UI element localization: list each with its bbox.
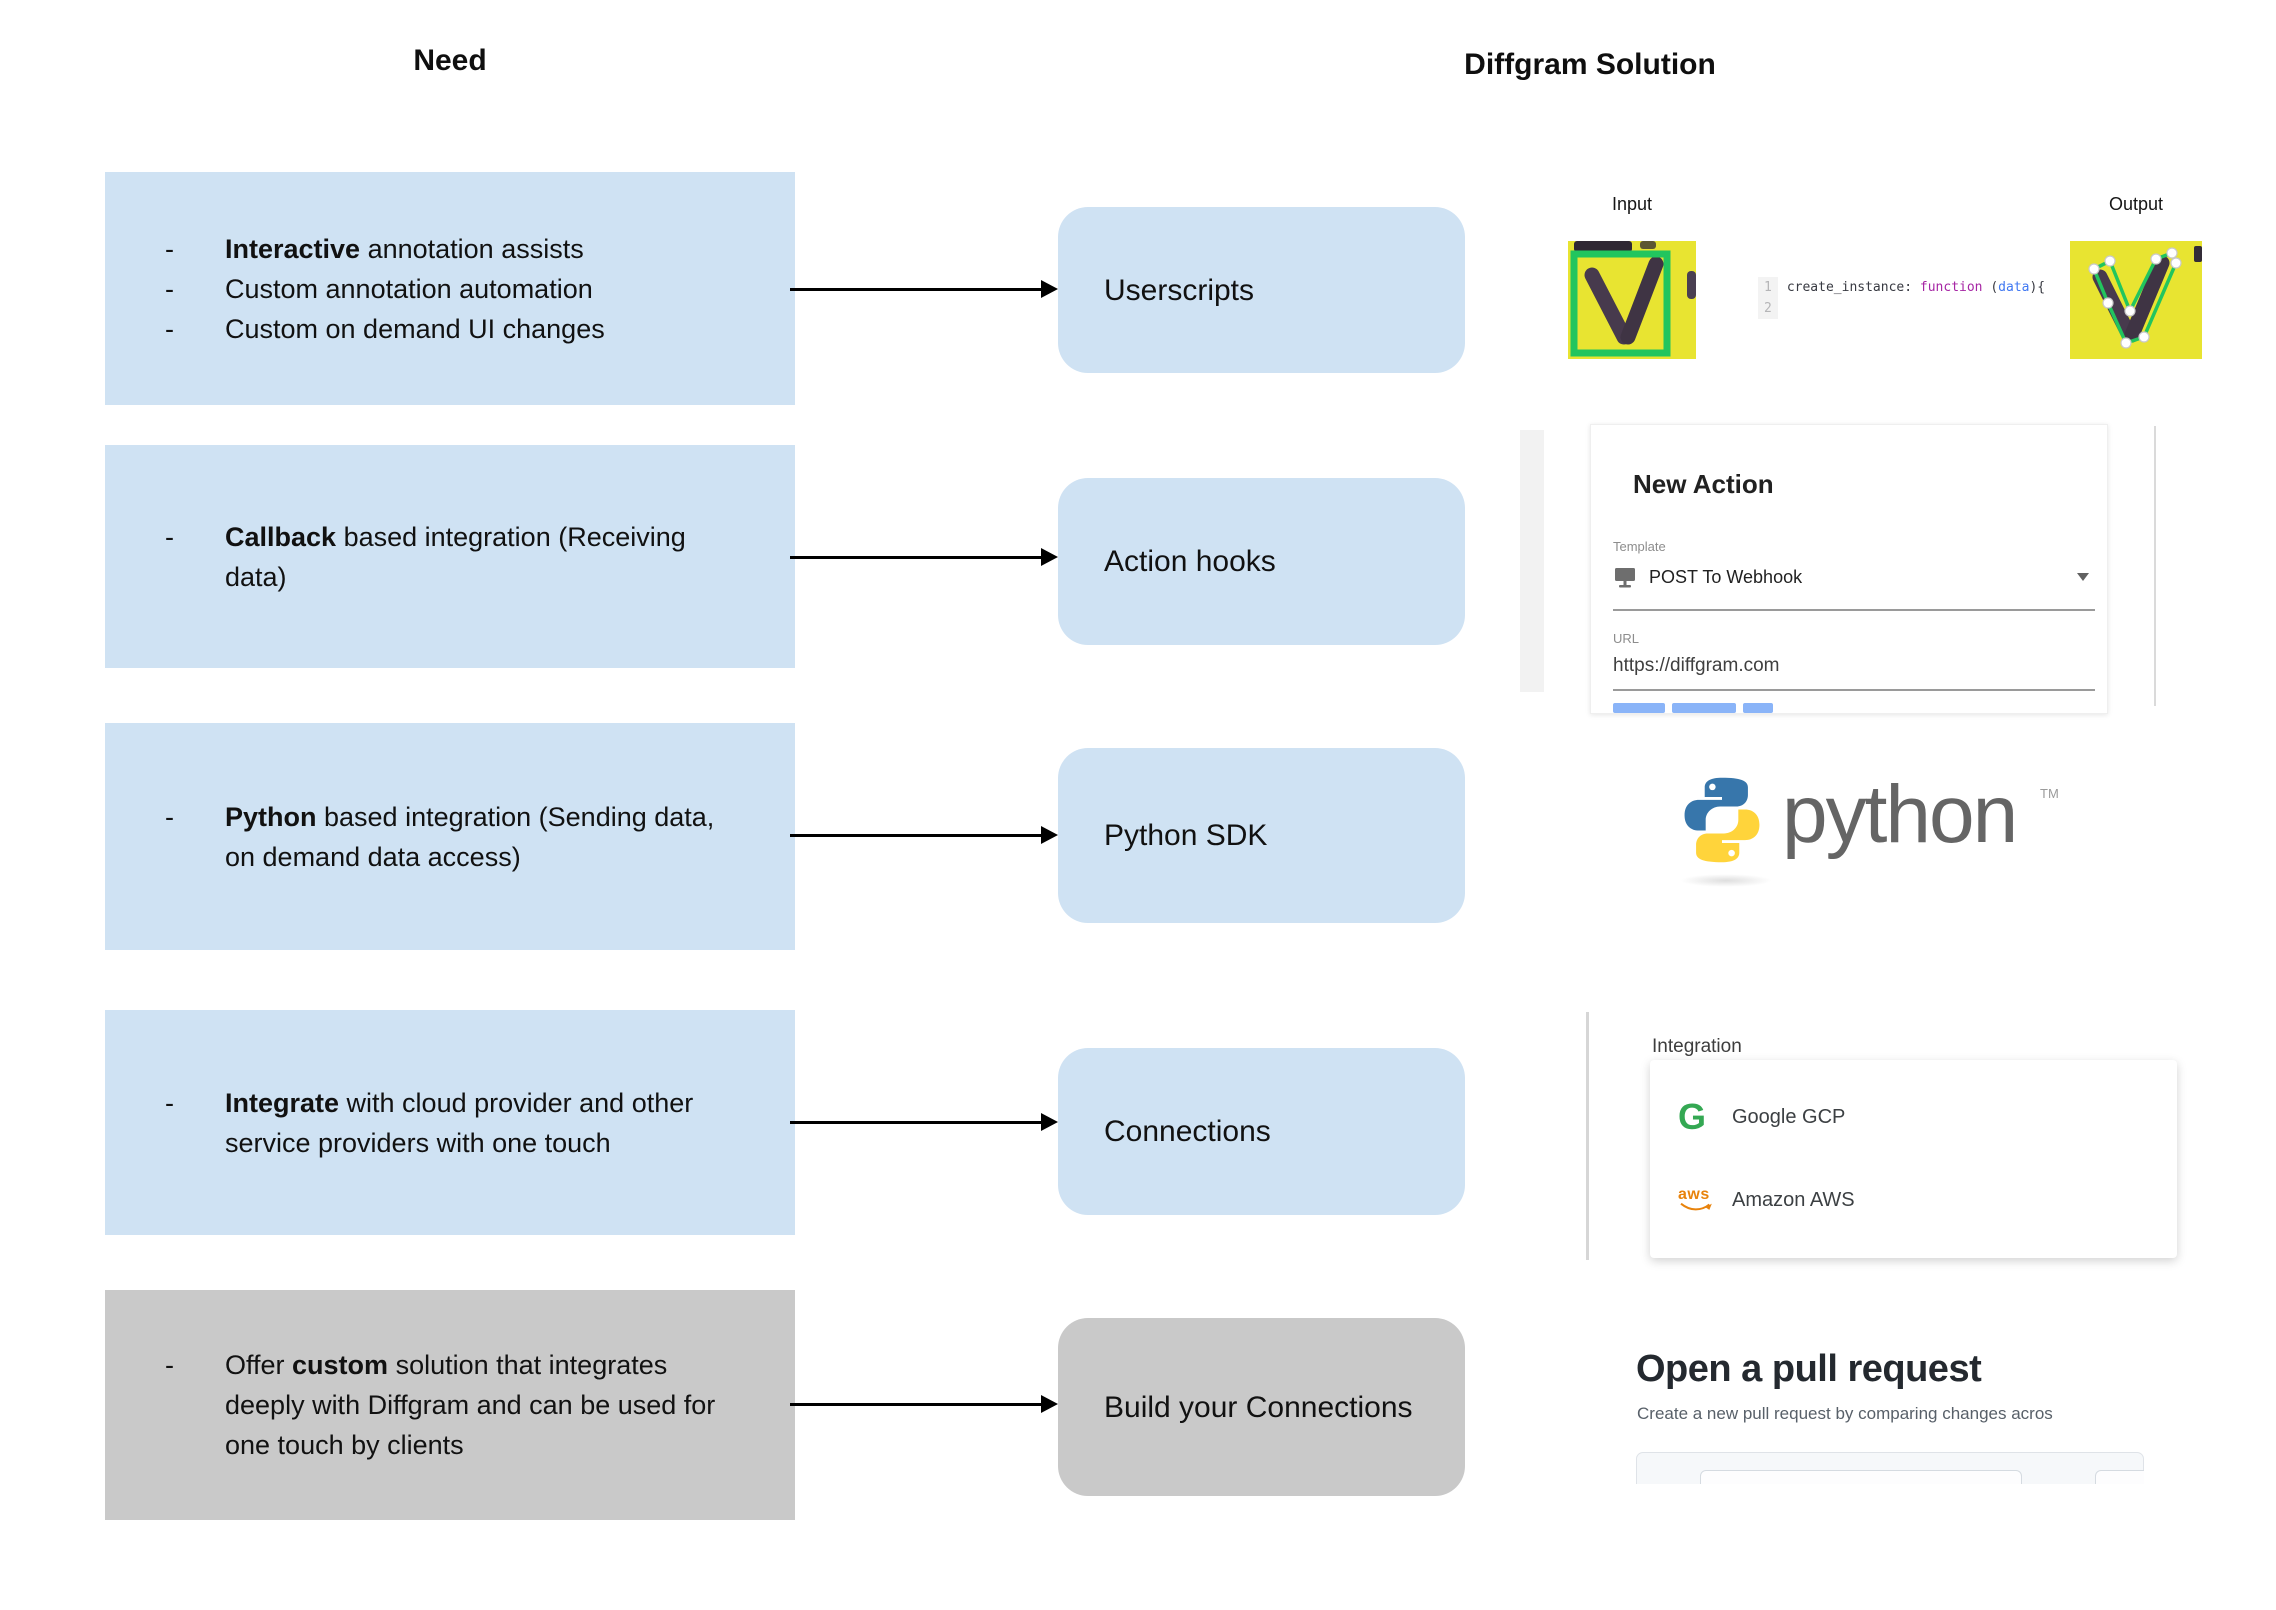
arrow-right [790, 1113, 1058, 1131]
option-label: Google GCP [1732, 1105, 1846, 1128]
list-item: - Callback based integration (Receiving … [105, 517, 795, 597]
output-label: Output [2108, 194, 2164, 214]
input-bbox-illustration [1570, 241, 1696, 357]
integration-dropdown: G Google GCP aws Amazon AWS [1650, 1060, 2177, 1258]
list-item: - Integrate with cloud provider and othe… [105, 1083, 795, 1163]
template-select[interactable]: POST To Webhook [1613, 565, 2095, 589]
list-item: - Interactive annotation assists [105, 229, 795, 269]
option-label: Amazon AWS [1732, 1188, 1855, 1211]
new-action-title: New Action [1633, 469, 1774, 499]
need-text: Offer [225, 1350, 293, 1380]
template-selected-value: POST To Webhook [1649, 566, 1803, 587]
bullet-dash: - [165, 233, 174, 264]
code-line-numbers: 1 2 [1758, 277, 1778, 319]
panel-edge [1520, 430, 1544, 692]
solution-box-connections: Connections [1058, 1048, 1465, 1215]
need-text: Callback [225, 521, 337, 552]
solution-label: Userscripts [1104, 273, 1255, 307]
dropdown-option-amazon-aws[interactable]: aws Amazon AWS [1678, 1187, 2148, 1212]
new-action-card: New Action Template POST To Webhook URL … [1590, 424, 2108, 714]
branch-compare-bar [1636, 1452, 2144, 1484]
integration-field-label: Integration [1652, 1036, 1742, 1057]
bullet-dash: - [165, 521, 174, 552]
solution-box-action-hooks: Action hooks [1058, 478, 1465, 645]
arrow-right [790, 280, 1058, 298]
list-item: - Custom on demand UI changes [105, 309, 795, 349]
need-box-action-hooks: - Callback based integration (Receiving … [105, 445, 795, 668]
solution-box-python-sdk: Python SDK [1058, 748, 1465, 923]
panel-divider [2154, 426, 2156, 706]
list-item: - Custom annotation automation [105, 269, 795, 309]
need-box-userscripts: - Interactive annotation assists - Custo… [105, 172, 795, 405]
google-g-icon: G [1678, 1096, 1707, 1137]
branch-selector[interactable] [2095, 1470, 2144, 1484]
need-box-python-sdk: - Python based integration (Sending data… [105, 723, 795, 950]
aws-icon: aws [1678, 1187, 1722, 1212]
output-polygon-illustration [2088, 246, 2202, 349]
input-annotation-image [1568, 241, 1696, 359]
userscript-code-snippet: 1 2 create_instance: function (data){ [1758, 277, 2045, 319]
need-box-build-connections: - Offer custom solution that integrates … [105, 1290, 795, 1520]
branch-selector[interactable] [1700, 1470, 2022, 1484]
bullet-dash: - [165, 801, 174, 832]
python-wordmark: python [1782, 769, 2018, 860]
need-text: Custom annotation automation [225, 273, 593, 304]
dropdown-caret-icon[interactable] [2077, 573, 2089, 581]
need-column-title: Need [413, 44, 487, 77]
arrow-right [790, 826, 1058, 844]
bullet-dash: - [165, 273, 174, 304]
need-text: Custom on demand UI changes [225, 313, 605, 344]
clipped-link-text [1613, 703, 1773, 713]
solution-box-build-connections: Build your Connections [1058, 1318, 1465, 1496]
solution-label: Action hooks [1104, 545, 1276, 578]
template-field-label: Template [1613, 539, 1666, 554]
solution-column-title: Diffgram Solution [1464, 48, 1716, 81]
list-item: - Offer custom solution that integrates … [105, 1345, 795, 1465]
field-underline [1613, 689, 2095, 691]
solution-label: Build your Connections [1104, 1390, 1413, 1424]
code-text: create_instance: function (data){ [1786, 280, 2046, 295]
list-item: - Python based integration (Sending data… [105, 797, 795, 877]
bullet-dash: - [165, 1087, 174, 1118]
python-logo-icon [1674, 772, 1770, 873]
panel-edge [1586, 1012, 1589, 1260]
input-label: Input [1611, 194, 1653, 214]
solution-label: Python SDK [1104, 819, 1268, 852]
dropdown-option-google-gcp[interactable]: G Google GCP [1678, 1096, 2148, 1138]
field-underline [1613, 609, 2095, 611]
need-text: Python [225, 801, 317, 832]
arrow-right [790, 548, 1058, 566]
need-text: Interactive [225, 233, 361, 264]
python-trademark: TM [2040, 786, 2059, 801]
bullet-dash: - [165, 1350, 174, 1380]
solution-box-userscripts: Userscripts [1058, 207, 1465, 373]
url-field-value[interactable]: https://diffgram.com [1613, 655, 1780, 676]
pull-request-title: Open a pull request [1636, 1348, 1982, 1390]
solution-label: Connections [1104, 1115, 1271, 1148]
monitor-icon [1615, 568, 1635, 588]
bullet-dash: - [165, 313, 174, 344]
need-text: Integrate [225, 1087, 340, 1118]
need-box-connections: - Integrate with cloud provider and othe… [105, 1010, 795, 1235]
python-logo-shadow [1680, 874, 1772, 887]
arrow-right [790, 1395, 1058, 1413]
url-field-label: URL [1613, 631, 1640, 646]
output-annotation-image [2070, 241, 2202, 359]
pull-request-subtitle: Create a new pull request by comparing c… [1637, 1404, 2053, 1423]
